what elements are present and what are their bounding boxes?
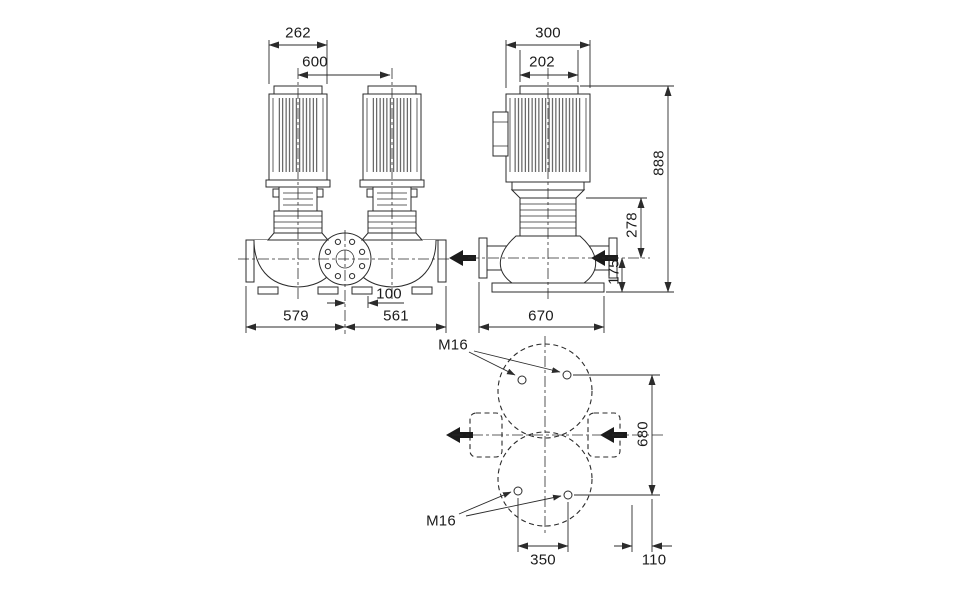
dim-front-head-spacing: 600 xyxy=(302,53,328,71)
dim-plan-length: 680 xyxy=(634,421,652,447)
plan-centerlines xyxy=(452,336,664,534)
side-motor xyxy=(492,85,591,237)
dim-front-width-right: 561 xyxy=(383,307,409,325)
front-view xyxy=(238,40,454,334)
front-centerlines xyxy=(238,68,454,334)
bolt-holes xyxy=(513,370,573,500)
dim-plan-bolt-spacing: 350 xyxy=(530,551,556,569)
right-port-flange xyxy=(437,239,447,283)
left-port-flange xyxy=(245,239,255,283)
dim-plan-edge-offset: 110 xyxy=(641,551,667,569)
dim-front-motor-width: 262 xyxy=(285,24,311,42)
plan-bolt-label-top: M16 xyxy=(438,336,468,354)
plan-dimensions xyxy=(517,374,672,552)
dim-side-fan-width: 202 xyxy=(529,53,555,71)
dim-side-base-length: 670 xyxy=(528,307,554,325)
side-view xyxy=(449,40,674,333)
plan-bolt-label-bottom: M16 xyxy=(426,512,456,530)
bolt-leaders xyxy=(458,350,562,517)
dim-front-width-left: 579 xyxy=(283,307,309,325)
twin-volute xyxy=(245,232,447,295)
dim-side-port-height: 175 xyxy=(605,259,623,285)
terminal-box xyxy=(492,111,509,157)
dim-front-port-offset: 100 xyxy=(376,285,402,303)
flow-arrow-out xyxy=(449,250,476,266)
dim-side-mid-height: 278 xyxy=(623,212,641,238)
front-dimensions xyxy=(245,40,447,333)
dim-side-motor-depth: 300 xyxy=(535,24,561,42)
dim-side-total-height: 888 xyxy=(650,150,668,176)
side-dimensions xyxy=(478,40,674,333)
side-centerlines xyxy=(468,68,650,300)
plan-view xyxy=(446,336,672,552)
